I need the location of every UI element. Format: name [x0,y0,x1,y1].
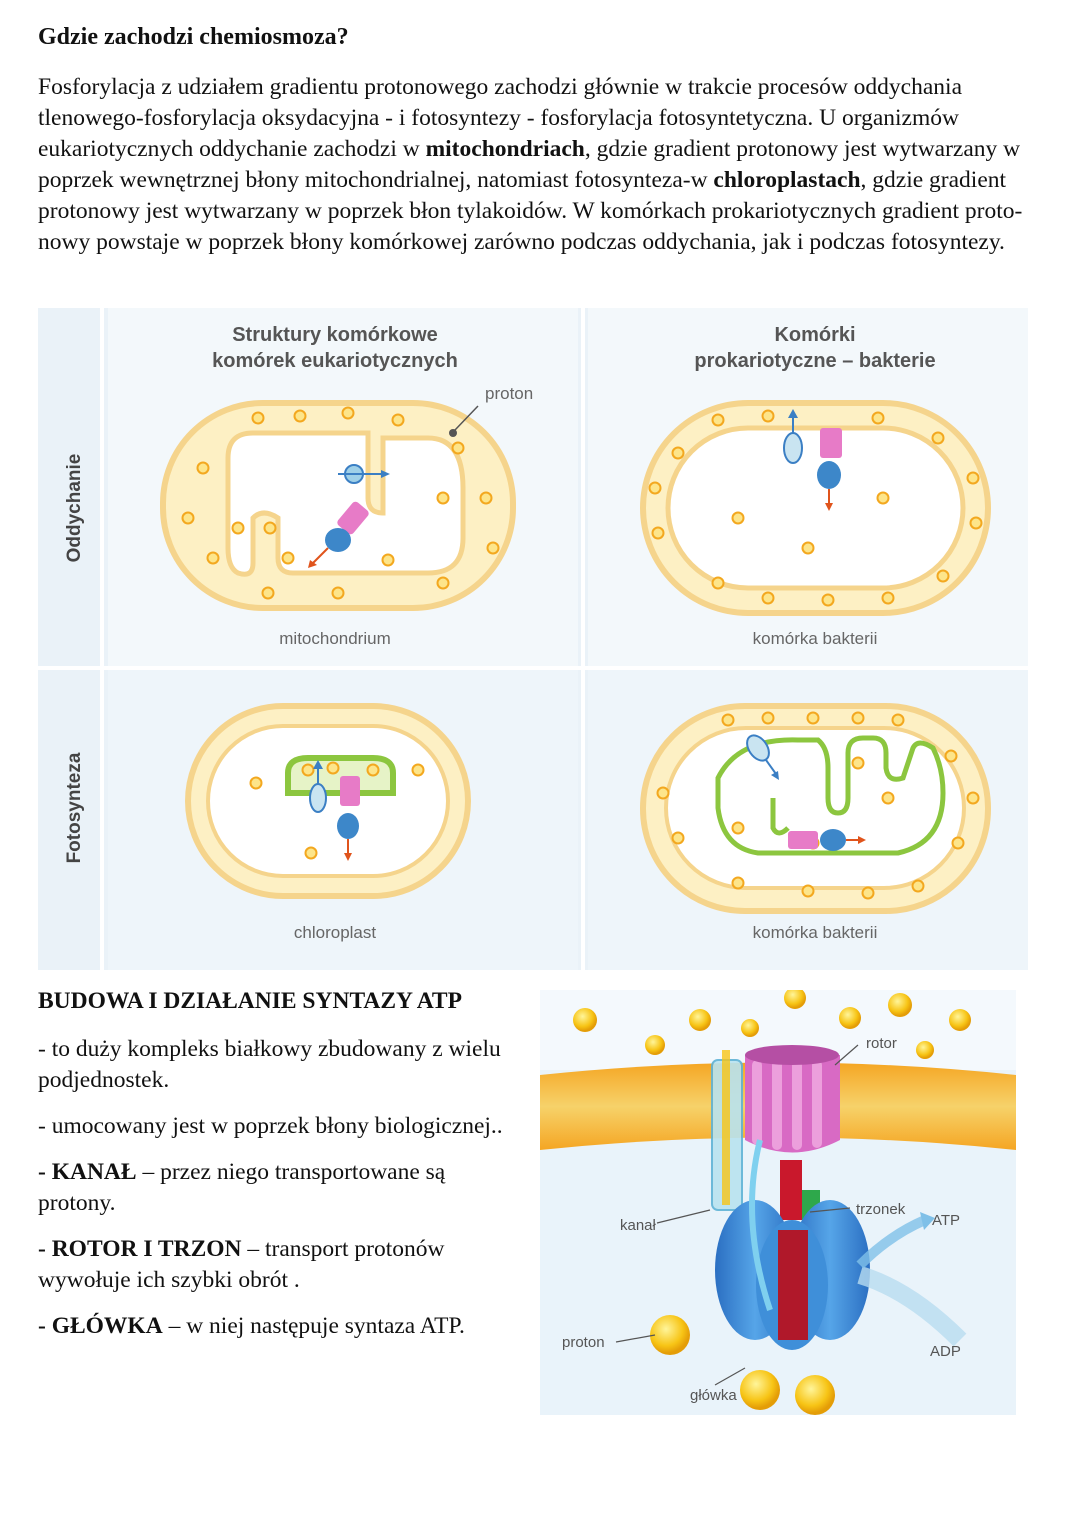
rotor-label: rotor [866,1035,897,1052]
trzonek-label: trzonek [856,1201,906,1218]
col2-header-line1: Komórki [774,324,855,346]
mitochondrion-illustration: proton [160,384,533,611]
bullet-item: - KANAŁ – przez niego transportowane są … [38,1159,446,1216]
col2-header-line2: prokariotyczne – bakterie [694,350,935,372]
bullet-item: - ROTOR I TRZON – transport protonów wyw… [38,1236,445,1293]
chloroplast-label: chloroplast [294,923,376,942]
row1-label: Oddychanie [64,454,85,563]
bacterium-respiration-illustration [640,400,991,616]
intro-paragraph: Fosforylacja z udziałem gradientu proton… [38,74,1023,255]
chemiosmosis-figure: Struktury komórkowe komórek eukariotyczn… [38,308,1028,970]
bacterium1-label: komórka bakterii [753,629,878,648]
bullet-item: - to duży kompleks białkowy zbudowany z … [38,1036,501,1093]
kanal-label: kanał [620,1217,657,1234]
chloroplast-illustration [185,703,471,899]
atp-label: ATP [932,1212,960,1229]
atp-synthase-figure: rotor trzonek kanał ATP ADP proton główk… [540,987,1016,1415]
glowka-label: główka [690,1387,737,1404]
bacterium-photosynthesis-illustration [640,703,991,914]
col1-header-line1: Struktury komórkowe [232,324,438,346]
term-rotor-trzon: - ROTOR I TRZON [38,1236,242,1262]
term-kanal: - KANAŁ [38,1159,137,1185]
bullet-list: - to duży kompleks białkowy zbudowany z … [38,1034,518,1357]
term-glowka: - GŁÓWKA [38,1313,163,1339]
proton-label: proton [485,384,533,403]
chemiosmosis-diagram: Struktury komórkowe komórek eukariotyczn… [38,308,1028,970]
section-title: BUDOWA I DZIAŁANIE SYNTAZY ATP [38,988,462,1014]
term-chloroplasts: chloroplastach [713,167,861,193]
term-mitochondria: mitochondriach [425,136,585,162]
row2-label: Fotosynteza [64,752,85,863]
page-title: Gdzie zachodzi chemiosmoza? [38,24,349,50]
mitochondrion-label: mitochondrium [279,629,391,648]
proton-label-atp: proton [562,1334,605,1351]
adp-label: ADP [930,1343,961,1360]
atp-synthase-diagram: rotor trzonek kanał ATP ADP proton główk… [540,987,1016,1415]
bacterium2-label: komórka bakterii [753,923,878,942]
bullet-item: - GŁÓWKA – w niej następuje syntaza ATP. [38,1313,465,1339]
col1-header-line2: komórek eukariotycznych [212,350,458,372]
bullet-item: - umocowany jest w poprzek błony biologi… [38,1113,503,1139]
